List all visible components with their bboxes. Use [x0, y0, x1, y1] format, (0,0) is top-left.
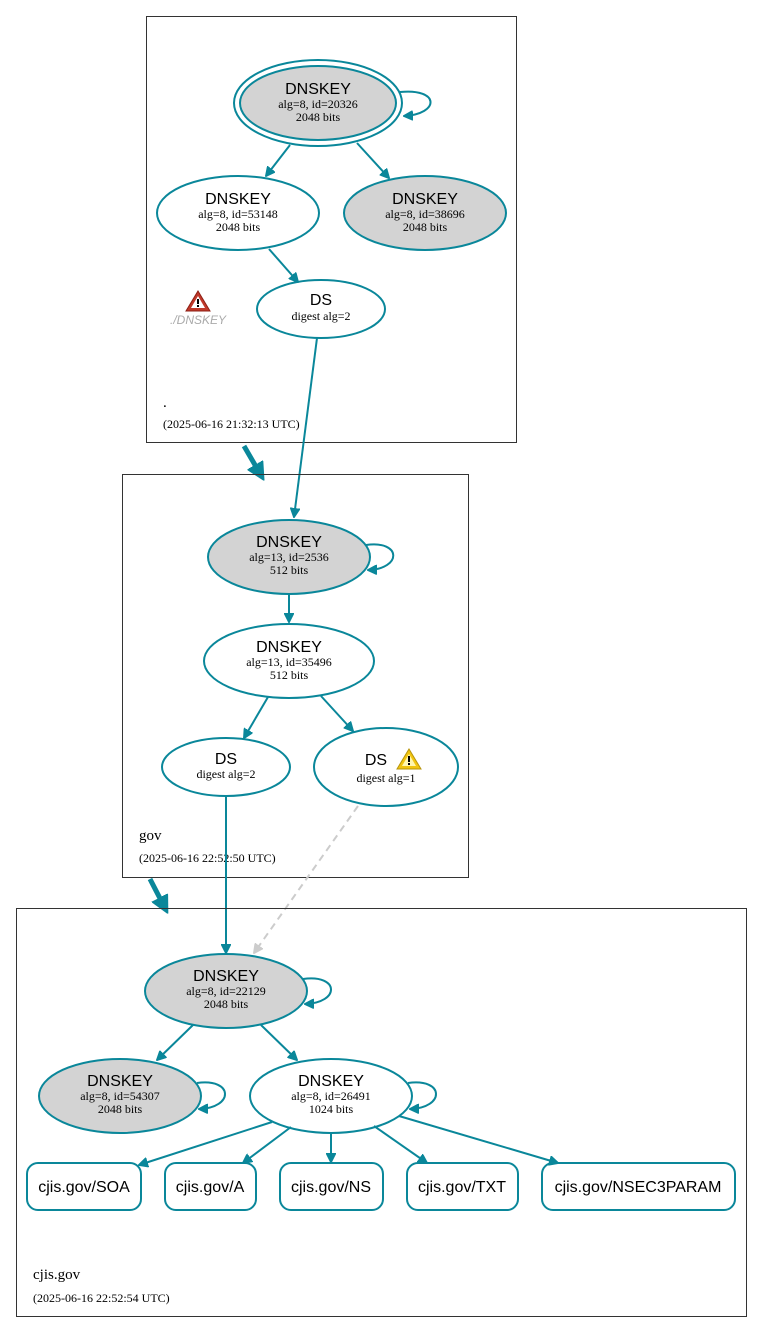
- error-triangle-icon: [185, 290, 211, 312]
- record-label: cjis.gov/A: [176, 1179, 245, 1196]
- node-bits: 512 bits: [270, 563, 309, 577]
- zone-cjis-box: [16, 908, 747, 1317]
- cjis-dnskey-22129[interactable]: DNSKEY alg=8, id=22129 2048 bits: [144, 953, 308, 1029]
- record-label: cjis.gov/NS: [291, 1179, 371, 1196]
- node-bits: 2048 bits: [403, 220, 448, 234]
- gov-ds-alg1[interactable]: DS digest alg=1: [313, 727, 459, 807]
- node-title: DNSKEY: [193, 968, 259, 985]
- node-bits: 2048 bits: [216, 220, 261, 234]
- edge-cjis-ksk-to-54307: [157, 1024, 194, 1060]
- edge-root-ksk-to-53148: [266, 144, 291, 176]
- zone-timestamp: (2025-06-16 22:52:50 UTC): [139, 851, 276, 865]
- cjis-54307-self-edge: [196, 1081, 226, 1109]
- node-title: DNSKEY: [298, 1073, 364, 1090]
- edge-cjis-ksk-to-26491: [260, 1024, 297, 1060]
- node-alg: alg=8, id=38696: [385, 207, 465, 221]
- edge-root-53148-to-ds: [268, 248, 298, 282]
- node-alg: alg=8, id=26491: [291, 1089, 371, 1103]
- edge-gov-ds1-to-cjis-ksk: [254, 805, 359, 953]
- edge-root-ksk-to-38696: [356, 142, 389, 178]
- record-label: cjis.gov/SOA: [38, 1179, 130, 1196]
- zone-gov-box: [122, 474, 469, 878]
- node-alg: alg=13, id=2536: [249, 550, 329, 564]
- cjis-dnskey-54307[interactable]: DNSKEY alg=8, id=54307 2048 bits: [38, 1058, 202, 1134]
- node-bits: 2048 bits: [204, 997, 249, 1011]
- node-title: DS: [215, 751, 237, 768]
- node-alg: alg=13, id=35496: [246, 655, 332, 669]
- node-bits: 2048 bits: [296, 110, 341, 124]
- delegation-gov-to-cjis: [147, 877, 166, 910]
- node-title: DNSKEY: [205, 191, 271, 208]
- gov-ksk-self-edge: [365, 543, 395, 570]
- node-bits: 512 bits: [270, 668, 309, 682]
- root-dnskey-53148[interactable]: DNSKEY alg=8, id=53148 2048 bits: [156, 175, 320, 251]
- edge-root-ds-to-gov-ksk: [294, 337, 318, 517]
- delegation-root-to-gov: [241, 444, 262, 477]
- node-title: DNSKEY: [256, 639, 322, 656]
- node-alg: alg=8, id=20326: [278, 97, 358, 111]
- node-alg: alg=8, id=54307: [80, 1089, 160, 1103]
- node-title: DNSKEY: [256, 534, 322, 551]
- zone-name: .: [163, 395, 167, 411]
- cjis-26491-self-edge: [407, 1081, 437, 1109]
- zone-timestamp: (2025-06-16 21:32:13 UTC): [163, 417, 300, 431]
- record-ns[interactable]: cjis.gov/NS: [279, 1162, 384, 1211]
- node-title: DS: [310, 292, 332, 309]
- root-dnskey-20326[interactable]: DNSKEY alg=8, id=20326 2048 bits: [233, 59, 403, 147]
- root-ksk-self-edge: [399, 90, 432, 116]
- root-dnskey-38696[interactable]: DNSKEY alg=8, id=38696 2048 bits: [343, 175, 507, 251]
- record-a[interactable]: cjis.gov/A: [164, 1162, 257, 1211]
- edge-zsk-to-a: [243, 1126, 292, 1163]
- record-label: cjis.gov/NSEC3PARAM: [555, 1179, 722, 1196]
- node-alg: alg=8, id=22129: [186, 984, 266, 998]
- node-digest: digest alg=1: [356, 771, 415, 785]
- gov-dnskey-35496[interactable]: DNSKEY alg=13, id=35496 512 bits: [203, 623, 375, 699]
- gov-dnskey-2536[interactable]: DNSKEY alg=13, id=2536 512 bits: [207, 519, 371, 595]
- zone-name: cjis.gov: [33, 1267, 81, 1283]
- zone-cjis: DNSKEY alg=8, id=22129 2048 bits DNSKEY …: [16, 908, 747, 1317]
- warning-triangle-icon: [396, 748, 422, 770]
- node-bits: 1024 bits: [309, 1102, 354, 1116]
- node-title: DNSKEY: [392, 191, 458, 208]
- node-title: DNSKEY: [285, 81, 351, 98]
- edge-gov-zsk-to-ds2: [244, 696, 269, 738]
- node-digest: digest alg=2: [291, 309, 350, 323]
- zone-timestamp: (2025-06-16 22:52:54 UTC): [33, 1291, 170, 1305]
- record-txt[interactable]: cjis.gov/TXT: [406, 1162, 519, 1211]
- zone-root-box: [146, 16, 517, 443]
- zone-gov: DNSKEY alg=13, id=2536 512 bits DNSKEY a…: [122, 474, 469, 878]
- root-warning-label: ./DNSKEY: [170, 313, 227, 327]
- edge-zsk-to-txt: [373, 1125, 427, 1163]
- gov-ds-alg2[interactable]: DS digest alg=2: [161, 737, 291, 797]
- root-ds[interactable]: DS digest alg=2: [256, 279, 386, 339]
- node-title: DS: [365, 752, 387, 769]
- node-bits: 2048 bits: [98, 1102, 143, 1116]
- record-soa[interactable]: cjis.gov/SOA: [26, 1162, 142, 1211]
- cjis-ksk-self-edge: [302, 977, 332, 1004]
- zone-name: gov: [139, 828, 162, 844]
- record-label: cjis.gov/TXT: [418, 1179, 506, 1196]
- cjis-dnskey-26491[interactable]: DNSKEY alg=8, id=26491 1024 bits: [249, 1058, 413, 1134]
- edge-zsk-to-nsec3param: [398, 1115, 558, 1163]
- edge-gov-zsk-to-ds1: [320, 695, 353, 731]
- record-nsec3param[interactable]: cjis.gov/NSEC3PARAM: [541, 1162, 736, 1211]
- node-alg: alg=8, id=53148: [198, 207, 278, 221]
- node-digest: digest alg=2: [196, 767, 255, 781]
- zone-root: DNSKEY alg=8, id=20326 2048 bits DNSKEY …: [146, 16, 517, 443]
- node-title: DNSKEY: [87, 1073, 153, 1090]
- edge-zsk-to-soa: [139, 1121, 273, 1165]
